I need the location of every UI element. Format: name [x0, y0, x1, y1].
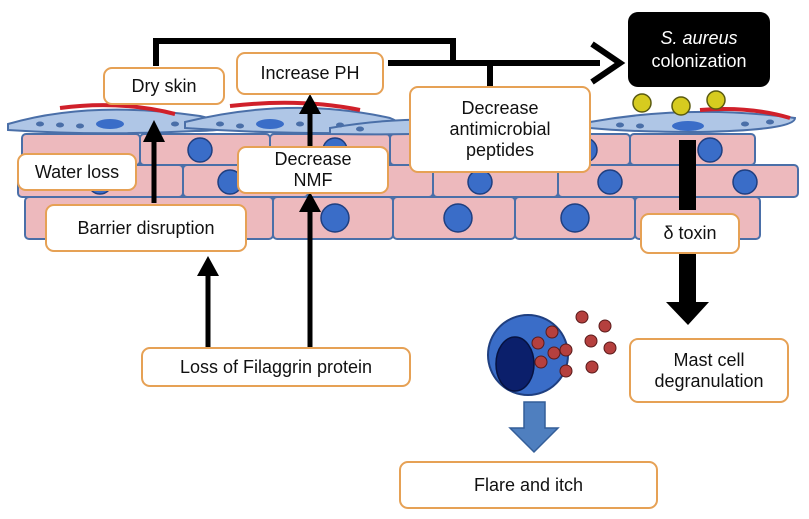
decrease-nmf-box: Decrease NMF	[237, 146, 389, 194]
s-aureus-colonization-box: S. aureus colonization	[628, 12, 770, 87]
degranulation-arrow-shaft	[679, 254, 696, 304]
flare-arrow	[508, 401, 560, 454]
mast-cell-line1: Mast cell	[673, 349, 745, 370]
filaggrin-loss-label: Loss of Filaggrin protein	[179, 356, 373, 377]
flare-itch-box: Flare and itch	[399, 461, 658, 509]
water-loss-box: Water loss	[17, 153, 137, 191]
barrier-disruption-label: Barrier disruption	[77, 217, 215, 238]
decrease-amp-line2: antimicrobial	[449, 119, 551, 140]
decrease-amp-line1: Decrease	[461, 98, 539, 119]
filaggrin-loss-box: Loss of Filaggrin protein	[141, 347, 411, 387]
increase-ph-box: Increase PH	[236, 52, 384, 95]
water-loss-label: Water loss	[34, 161, 120, 182]
dry-skin-label: Dry skin	[131, 75, 197, 96]
increase-ph-label: Increase PH	[260, 63, 360, 84]
colonization-arrow-head	[590, 41, 626, 85]
decrease-nmf-line1: Decrease	[274, 149, 352, 170]
decrease-nmf-line2: NMF	[293, 170, 333, 190]
dry-skin-box: Dry skin	[103, 67, 225, 105]
delta-toxin-label: δ toxin	[663, 223, 717, 244]
top-connector	[153, 38, 600, 86]
decrease-amp-line3: peptides	[465, 139, 535, 160]
decrease-amp-box: Decrease antimicrobial peptides	[409, 86, 591, 173]
arrow-heads	[143, 94, 321, 276]
s-aureus-label: S. aureus	[660, 28, 738, 48]
stratum-corneum	[7, 100, 797, 136]
mast-cell-degranulation-box: Mast cell degranulation	[629, 338, 789, 403]
flare-itch-label: Flare and itch	[473, 474, 584, 495]
mast-cell-line2: degranulation	[654, 370, 764, 391]
delta-toxin-box: δ toxin	[640, 213, 740, 254]
toxin-arrow-shaft	[679, 140, 696, 210]
degranulation-arrow-head	[666, 302, 709, 325]
bacteria-icon	[632, 90, 726, 116]
barrier-disruption-box: Barrier disruption	[45, 204, 247, 252]
mast-cell-icon	[487, 310, 617, 396]
colonization-label: colonization	[651, 50, 747, 71]
